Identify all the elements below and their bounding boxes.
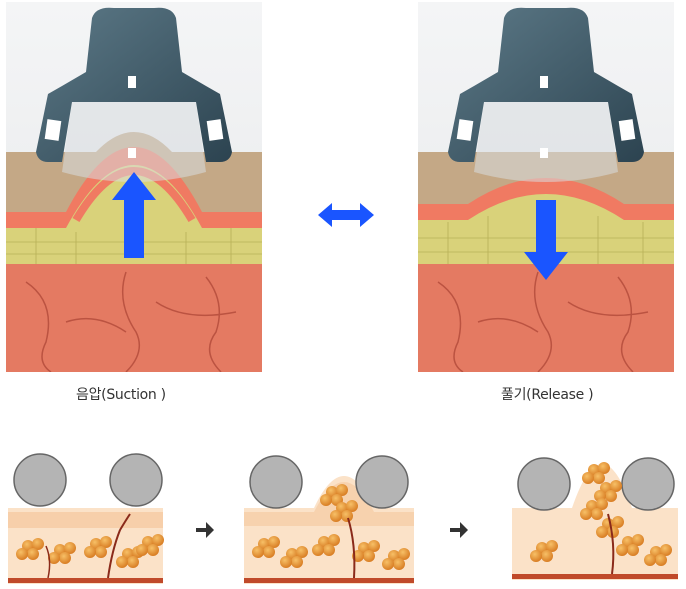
side-pad: [618, 119, 636, 141]
indicator-light: [128, 76, 136, 88]
indicator-light: [128, 148, 136, 158]
side-pad: [206, 119, 224, 141]
up-arrow-icon: [112, 172, 156, 258]
roller-icon: [355, 455, 409, 509]
stage-3: [512, 457, 678, 580]
roller-stages: [8, 453, 678, 584]
suction-cup-glass: [62, 102, 206, 182]
roller-icon: [13, 453, 67, 507]
muscle-texture: [25, 271, 237, 372]
roller-icon: [109, 453, 163, 507]
roller-icon: [621, 457, 675, 511]
suction-diagram: [6, 2, 262, 372]
suction-cup-glass: [474, 102, 618, 182]
release-diagram: [418, 2, 674, 372]
side-pad: [456, 119, 474, 141]
down-arrow-icon: [524, 200, 568, 280]
indicator-light: [540, 148, 548, 158]
muscle-layer: [418, 264, 674, 372]
muscle-layer: [6, 264, 262, 372]
right-arrow-icon: [196, 522, 214, 538]
roller-icon: [249, 455, 303, 509]
release-caption: 풀기(Release ): [501, 387, 594, 403]
indicator-light: [540, 76, 548, 88]
side-pad: [44, 119, 62, 141]
double-arrow-icon: [318, 200, 374, 230]
stage-1: [8, 453, 164, 584]
roller-icon: [517, 457, 571, 511]
stage-2: [244, 455, 414, 584]
right-arrow-icon: [450, 522, 468, 538]
suction-caption: 음압(Suction ): [76, 387, 166, 403]
